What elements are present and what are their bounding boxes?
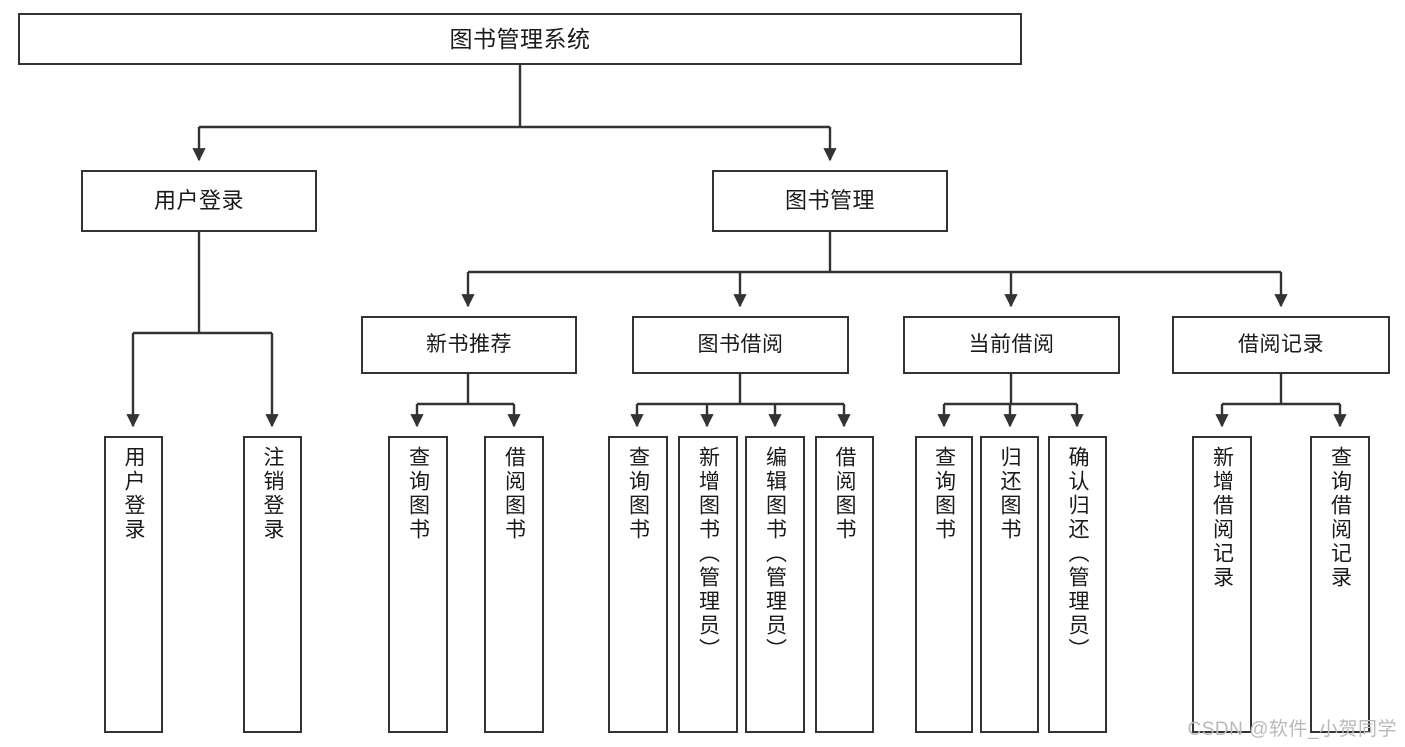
- leaf-edit-book-admin[interactable]: 编辑图书（管理员）: [745, 436, 805, 733]
- node-label: 注销登录: [261, 446, 284, 542]
- leaf-borrow-book-recommend[interactable]: 借阅图书: [484, 436, 544, 733]
- leaf-confirm-return-admin[interactable]: 确认归还（管理员）: [1048, 436, 1107, 733]
- node-label: 查询借阅记录: [1328, 446, 1352, 590]
- node-book-management[interactable]: 图书管理: [712, 170, 948, 232]
- leaf-query-book-recommend[interactable]: 查询图书: [388, 436, 448, 733]
- node-root-system[interactable]: 图书管理系统: [18, 13, 1022, 65]
- node-label: 用户登录: [122, 446, 145, 542]
- watermark: CSDN @软件_小贺同学: [1187, 719, 1397, 740]
- leaf-borrow-book[interactable]: 借阅图书: [815, 436, 874, 733]
- node-label: 查询图书: [406, 446, 430, 542]
- node-label: 查询图书: [626, 446, 650, 542]
- node-label: 借阅图书: [502, 446, 526, 542]
- leaf-query-book-current[interactable]: 查询图书: [915, 436, 973, 733]
- node-book-borrow[interactable]: 图书借阅: [632, 316, 849, 374]
- node-label: 图书管理: [784, 188, 875, 214]
- node-user-login[interactable]: 用户登录: [81, 170, 317, 232]
- leaf-logout[interactable]: 注销登录: [243, 436, 302, 733]
- node-label: 新增借阅记录: [1210, 446, 1234, 590]
- leaf-add-borrow-record[interactable]: 新增借阅记录: [1192, 436, 1252, 733]
- leaf-user-login[interactable]: 用户登录: [104, 436, 163, 733]
- node-label: 图书管理系统: [449, 25, 591, 52]
- node-label: 当前借阅: [968, 332, 1055, 356]
- node-label: 新增图书（管理员）: [696, 446, 720, 662]
- leaf-query-book[interactable]: 查询图书: [608, 436, 668, 733]
- node-label: 归还图书: [998, 446, 1021, 542]
- node-new-book-recommend[interactable]: 新书推荐: [361, 316, 577, 374]
- leaf-add-book-admin[interactable]: 新增图书（管理员）: [678, 436, 738, 733]
- node-label: 新书推荐: [426, 332, 512, 356]
- node-borrow-record[interactable]: 借阅记录: [1172, 316, 1390, 374]
- node-label: 借阅记录: [1238, 332, 1324, 356]
- node-label: 查询图书: [932, 446, 956, 542]
- leaf-query-borrow-record[interactable]: 查询借阅记录: [1310, 436, 1370, 733]
- node-label: 图书借阅: [697, 332, 784, 356]
- node-label: 用户登录: [153, 188, 244, 214]
- node-label: 编辑图书（管理员）: [763, 446, 787, 662]
- node-label: 确认归还（管理员）: [1066, 446, 1089, 662]
- node-current-borrow[interactable]: 当前借阅: [903, 316, 1120, 374]
- node-label: 借阅图书: [833, 446, 856, 542]
- leaf-return-book[interactable]: 归还图书: [980, 436, 1039, 733]
